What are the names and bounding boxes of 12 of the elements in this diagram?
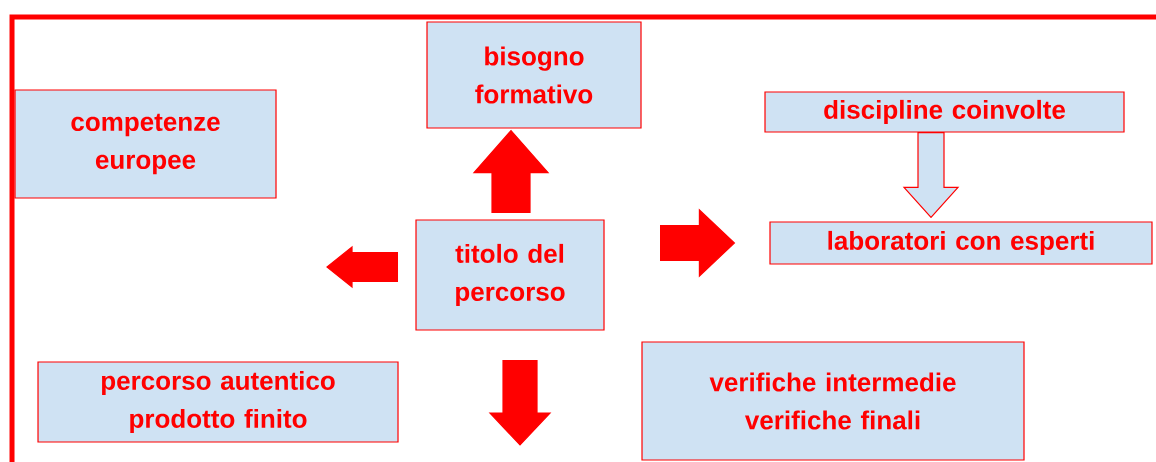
text-box: bisogno formativo <box>426 21 642 129</box>
text-box: verifiche intermedie verifiche finali <box>641 341 1025 461</box>
block-arrow <box>660 208 736 278</box>
block-arrow <box>472 129 550 213</box>
text-box: competenze europee <box>14 89 277 199</box>
block-arrow <box>326 245 398 289</box>
text-box: titolo del percorso <box>415 219 605 331</box>
block-arrow <box>488 360 552 446</box>
block-arrow <box>902 132 960 219</box>
text-box: percorso autentico prodotto finito <box>37 361 399 443</box>
text-box: laboratori con esperti <box>769 221 1153 265</box>
text-box: discipline coinvolte <box>764 91 1125 133</box>
